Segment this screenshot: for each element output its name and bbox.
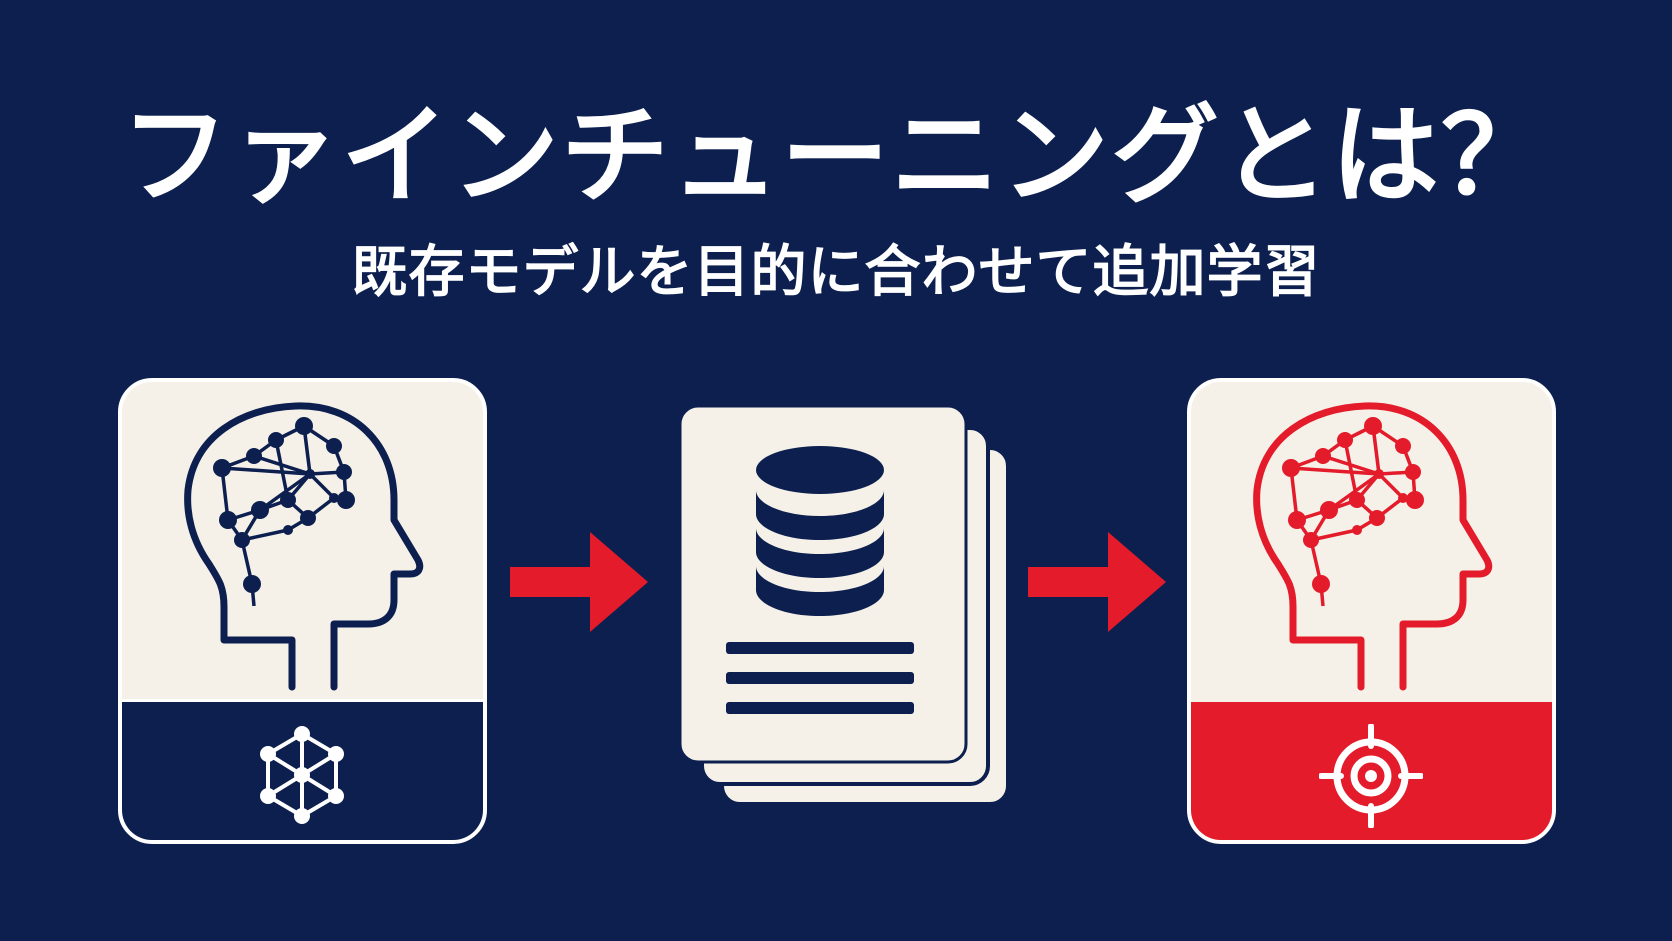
arrow-right-icon [1028,532,1166,632]
page-title: ファインチューニングとは？ [120,94,1551,219]
target-crosshair-icon [1319,724,1423,828]
arrow-right-icon [510,532,648,632]
head-neural-network-icon [184,402,424,691]
head-neural-network-icon [1253,402,1493,691]
page-subtitle: 既存モデルを目的に合わせて追加学習 [351,240,1321,305]
base-model-card [118,378,487,844]
fine-tuned-model-card [1187,378,1556,844]
base-model-band [122,699,483,840]
fine-tuned-model-band [1191,702,1552,840]
database-document-stack-icon [678,404,1010,806]
network-nodes-icon [260,726,344,824]
